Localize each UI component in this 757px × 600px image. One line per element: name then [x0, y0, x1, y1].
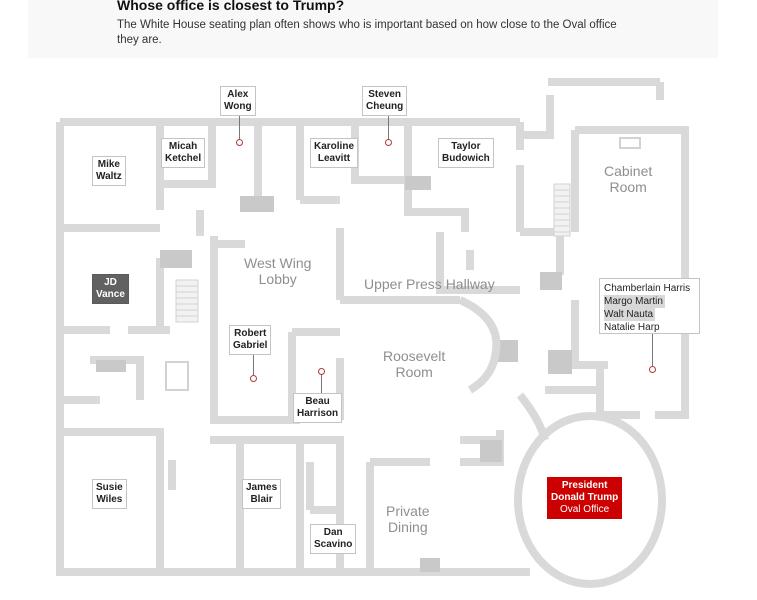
list-item: Margo Martin: [603, 295, 696, 308]
room-label-line: Cabinet: [604, 163, 653, 179]
header-band: [28, 0, 718, 58]
office-label-line: Waltz: [96, 171, 122, 182]
room-label-line: Dining: [387, 519, 428, 535]
office-label-line: Budowich: [442, 153, 490, 164]
office-label-line: Ketchel: [165, 153, 202, 164]
staff-name: Margo Martin: [604, 295, 665, 308]
office-label-line: Wiles: [96, 494, 123, 505]
office-label-line: Karoline: [314, 141, 355, 152]
office-label-line: James: [246, 482, 278, 493]
room-west-wing-lobby: West Wing Lobby: [244, 255, 311, 287]
office-label-line: President: [561, 480, 608, 491]
room-label-line: Room: [395, 364, 433, 380]
office-label-susie-wiles: Susie Wiles: [92, 479, 127, 509]
office-label-line: Vance: [96, 289, 125, 300]
location-dot: [385, 139, 392, 146]
office-label-karoline-leavitt: Karoline Leavitt: [310, 138, 359, 168]
room-cabinet: Cabinet Room: [604, 163, 652, 195]
room-label-line: Room: [609, 179, 647, 195]
connector-line: [388, 114, 389, 140]
page-subtitle: The White House seating plan often shows…: [117, 19, 617, 46]
office-label-line: Leavitt: [317, 153, 351, 164]
office-label-line: Cheung: [366, 101, 404, 112]
office-label-micah-ketchel: Micah Ketchel: [161, 138, 206, 168]
office-label-line: Alex: [227, 89, 249, 100]
office-label-beau-harrison: Beau Harrison: [293, 393, 343, 423]
room-label-line: Roosevelt: [383, 348, 446, 364]
office-label-line: Donald Trump: [551, 492, 619, 503]
office-label-steven-cheung: Steven Cheung: [362, 86, 408, 116]
location-dot: [250, 375, 257, 382]
cabinet-staff-list: Chamberlain Harris Margo Martin Walt Nau…: [599, 278, 700, 334]
office-label-line: Scavino: [314, 539, 353, 550]
location-dot: [236, 139, 243, 146]
page-title: Whose office is closest to Trump?: [117, 0, 345, 13]
office-label-line: Beau: [305, 396, 330, 407]
room-private-dining: Private Dining: [386, 503, 430, 535]
office-label-line: Harrison: [297, 408, 339, 419]
office-label-line: Wong: [224, 101, 252, 112]
office-label-jd-vance: JD Vance: [92, 274, 129, 304]
office-label-line: Dan: [323, 527, 343, 538]
room-label-line: Lobby: [258, 271, 297, 287]
office-label-line: Robert: [234, 328, 267, 339]
office-label-mike-waltz: Mike Waltz: [92, 156, 126, 186]
office-label-dan-scavino: Dan Scavino: [310, 524, 357, 554]
list-item: Chamberlain Harris: [603, 282, 696, 295]
room-roosevelt: Roosevelt Room: [383, 348, 445, 380]
office-label-president: President Donald Trump Oval Office: [547, 477, 623, 519]
office-label-line: JD: [104, 277, 117, 288]
connector-line: [253, 353, 254, 375]
staff-name: Natalie Harp: [604, 322, 660, 333]
office-label-line: Micah: [168, 141, 198, 152]
office-label-alex-wong: Alex Wong: [220, 86, 256, 116]
office-label-line: Taylor: [451, 141, 481, 152]
office-label-line: Gabriel: [233, 340, 268, 351]
list-item: Walt Nauta: [603, 308, 696, 321]
list-item: Natalie Harp: [603, 321, 696, 334]
connector-line: [239, 114, 240, 140]
staff-name: Walt Nauta: [604, 308, 656, 321]
office-label-sub: Oval Office: [559, 504, 610, 515]
office-label-james-blair: James Blair: [242, 479, 282, 509]
location-dot: [649, 366, 656, 373]
connector-line: [321, 373, 322, 393]
office-label-line: Steven: [368, 89, 401, 100]
office-label-taylor-budowich: Taylor Budowich: [438, 138, 494, 168]
room-label-line: Private: [386, 503, 430, 519]
connector-line: [652, 334, 653, 368]
office-label-line: Mike: [97, 159, 120, 170]
room-label-line: West Wing: [244, 255, 312, 271]
location-dot: [318, 368, 325, 375]
office-label-line: Blair: [250, 494, 273, 505]
room-upper-press-hallway: Upper Press Hallway: [364, 276, 495, 292]
office-label-robert-gabriel: Robert Gabriel: [229, 325, 272, 355]
staff-name: Chamberlain Harris: [604, 283, 691, 294]
office-label-line: Susie: [96, 482, 123, 493]
